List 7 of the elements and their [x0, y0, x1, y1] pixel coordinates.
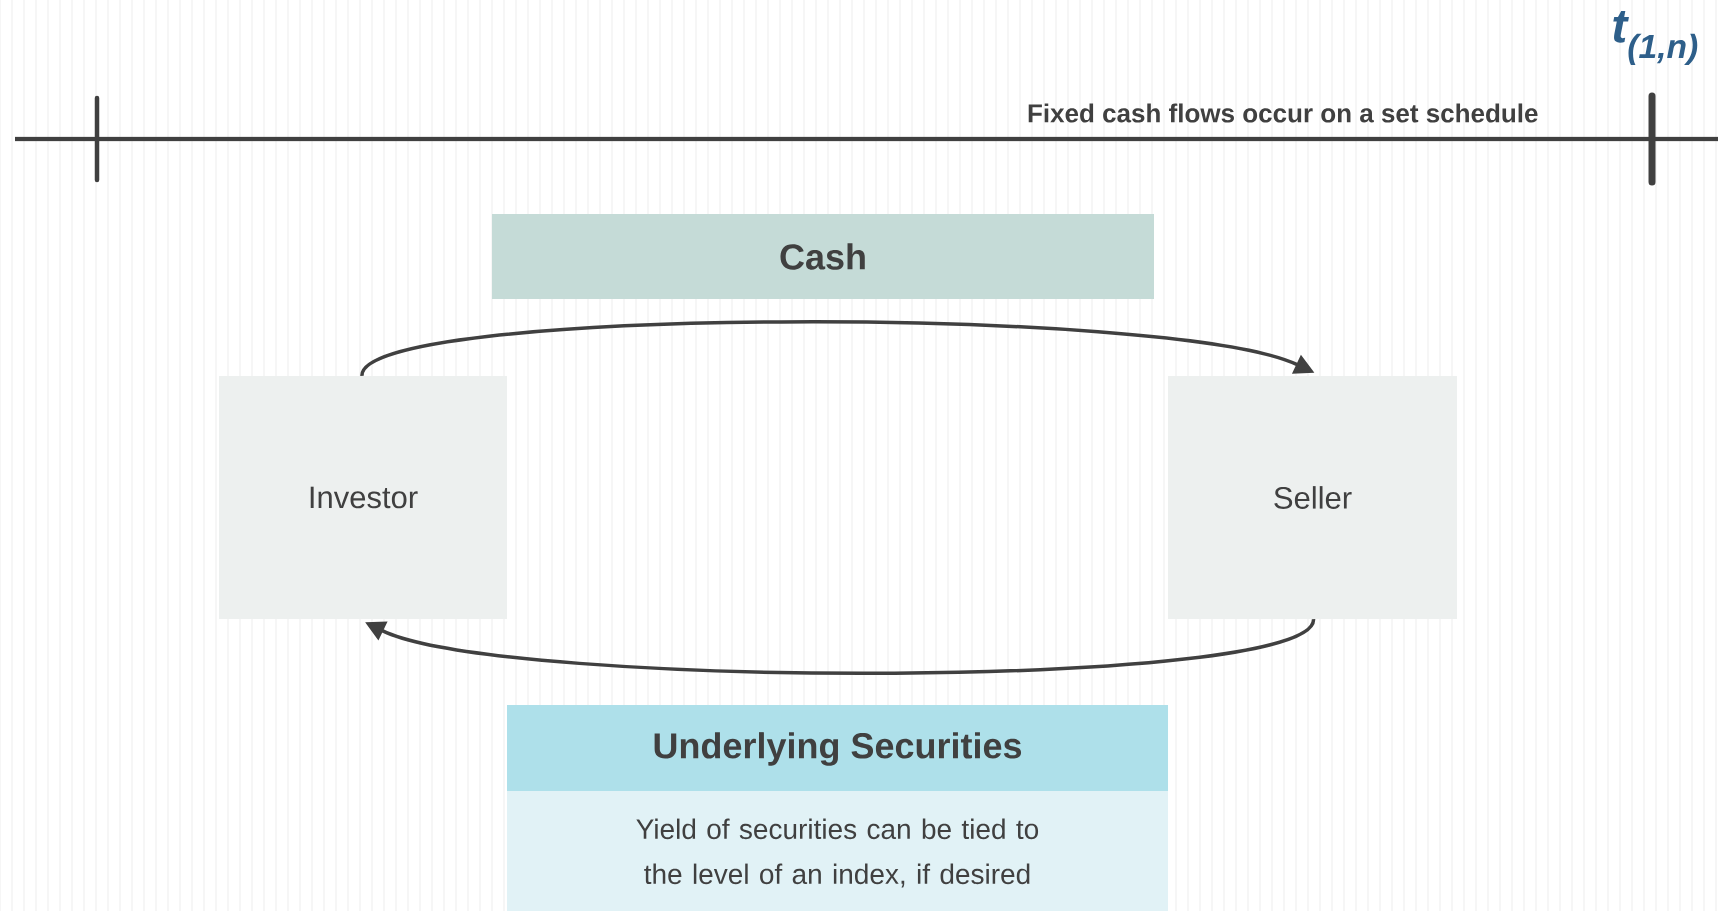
period-label: t$_{(1,n)}$: [1613, 10, 1698, 66]
node-label: Underlying Securities: [654, 732, 1022, 766]
flow-label-box: Cash: [492, 214, 1154, 299]
timeline-note: Fixed cash flows occur on a set schedule: [1028, 103, 1538, 123]
info-box: Underlying Securities Yield of securities can be tied to the level of an index, if desired: [507, 705, 1168, 911]
party-box: Seller: [1168, 376, 1457, 619]
party-box: Investor: [219, 376, 507, 619]
